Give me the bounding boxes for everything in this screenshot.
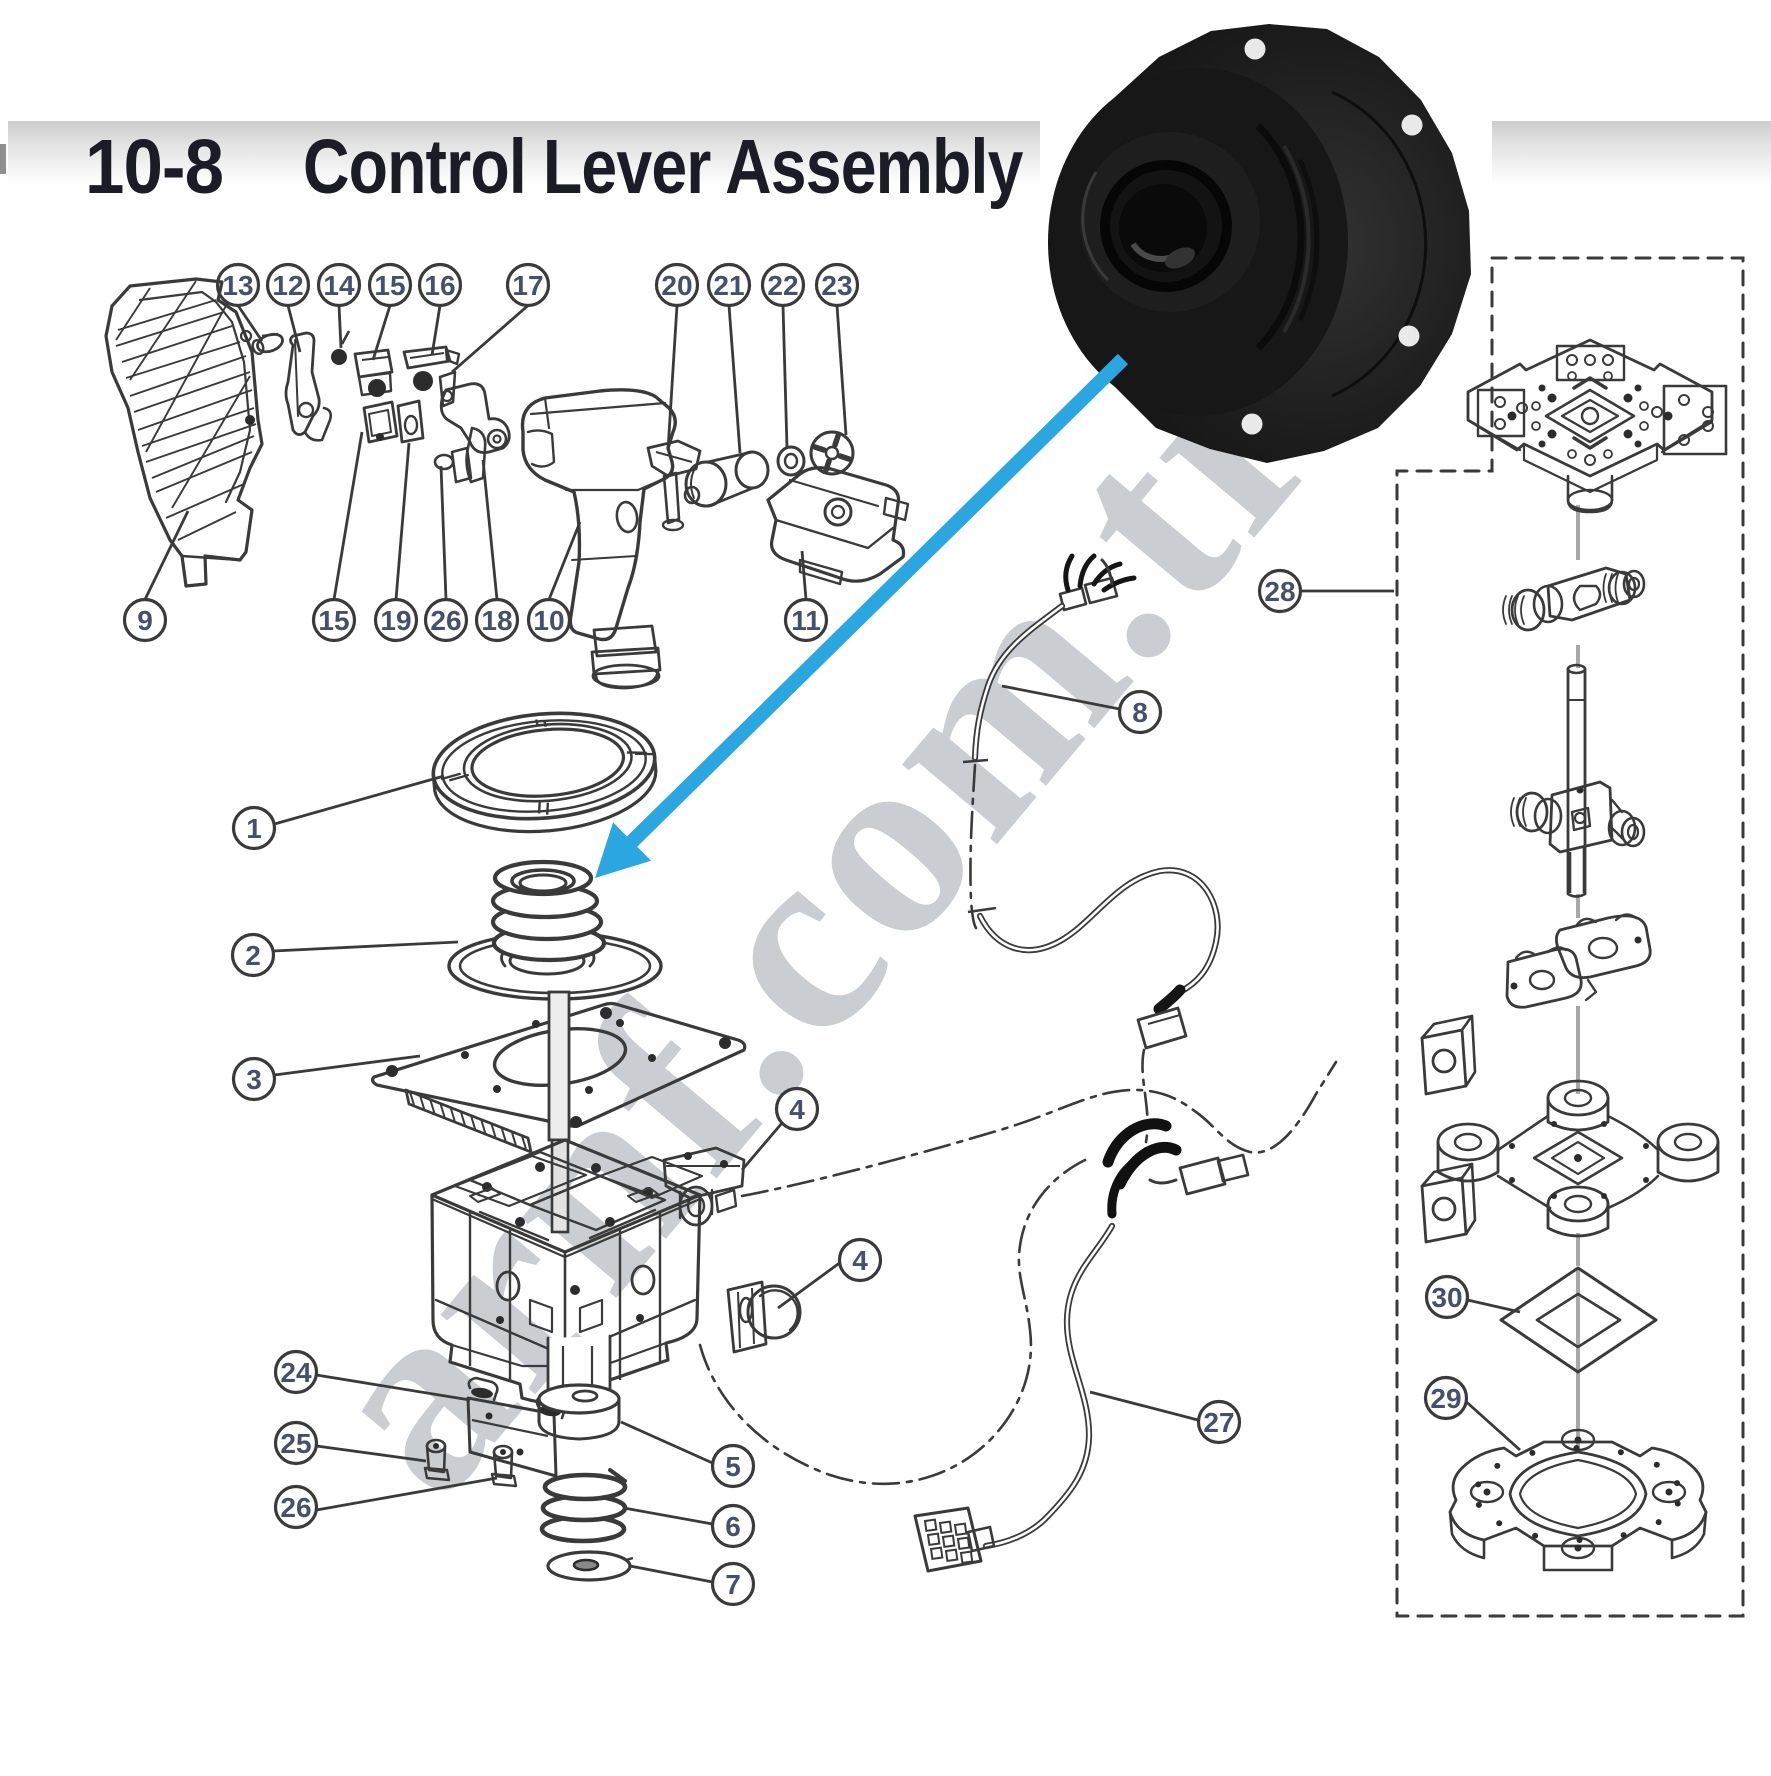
svg-text:17: 17 — [512, 270, 543, 301]
svg-text:22: 22 — [767, 270, 798, 301]
svg-text:9: 9 — [137, 605, 153, 636]
svg-text:28: 28 — [1264, 576, 1295, 607]
svg-text:3: 3 — [246, 1064, 262, 1095]
svg-text:2: 2 — [245, 940, 261, 971]
svg-text:6: 6 — [725, 1511, 741, 1542]
svg-text:Control Lever Assembly: Control Lever Assembly — [303, 125, 1024, 211]
svg-text:16: 16 — [424, 270, 455, 301]
svg-text:19: 19 — [380, 605, 411, 636]
svg-text:4: 4 — [789, 1094, 805, 1125]
svg-text:15: 15 — [374, 270, 405, 301]
svg-text:30: 30 — [1431, 1282, 1462, 1313]
svg-text:5: 5 — [725, 1451, 741, 1482]
svg-text:15: 15 — [318, 605, 349, 636]
svg-text:11: 11 — [791, 605, 821, 636]
svg-text:10: 10 — [533, 605, 564, 636]
svg-text:29: 29 — [1430, 1383, 1461, 1414]
svg-text:25: 25 — [280, 1428, 311, 1459]
svg-text:1: 1 — [246, 813, 262, 844]
svg-text:10-8: 10-8 — [85, 123, 223, 209]
svg-text:21: 21 — [713, 270, 744, 301]
svg-text:8: 8 — [1132, 697, 1148, 728]
svg-text:14: 14 — [323, 270, 355, 301]
svg-text:26: 26 — [430, 605, 461, 636]
svg-text:20: 20 — [661, 270, 692, 301]
svg-text:13: 13 — [222, 270, 253, 301]
svg-text:23: 23 — [821, 270, 852, 301]
svg-text:27: 27 — [1203, 1407, 1234, 1438]
svg-text:4: 4 — [852, 1245, 868, 1276]
svg-text:7: 7 — [725, 1569, 741, 1600]
svg-text:12: 12 — [272, 270, 303, 301]
svg-text:26: 26 — [280, 1492, 311, 1523]
svg-text:18: 18 — [481, 605, 512, 636]
svg-text:24: 24 — [280, 1357, 312, 1388]
